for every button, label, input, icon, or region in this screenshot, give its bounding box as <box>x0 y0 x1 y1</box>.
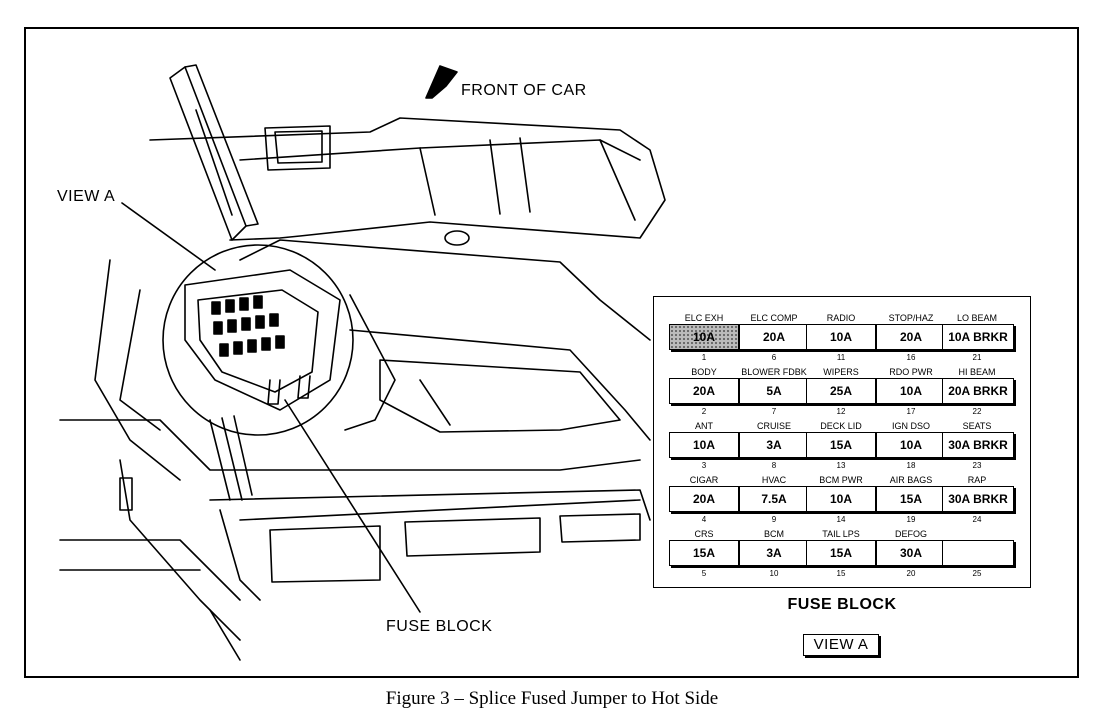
fuse-rating: 30A <box>876 540 946 566</box>
fuse-number: 6 <box>771 353 777 362</box>
fuse-number: 25 <box>972 569 982 578</box>
fuse-circuit-label: DEFOG <box>894 529 927 539</box>
fuse-block-callout: FUSE BLOCK <box>386 618 493 635</box>
fuse-circuit-label: ELC EXH <box>684 313 724 323</box>
fuse-rating: 15A <box>876 486 946 512</box>
fuse-number: 11 <box>836 353 846 362</box>
fuse-number: 17 <box>906 407 916 416</box>
fuse-rating: 3A <box>739 432 809 458</box>
fuse-number: 9 <box>771 515 777 524</box>
fuse-number: 14 <box>836 515 846 524</box>
view-a-badge: VIEW A <box>803 634 879 656</box>
fuse-circuit-label: ELC COMP <box>750 313 798 323</box>
fuse-rating: 15A <box>806 540 876 566</box>
fuse-rating <box>942 540 1014 566</box>
fuse-rating: 20A <box>669 486 739 512</box>
fuse-circuit-label: CRUISE <box>756 421 791 431</box>
fuse-number: 2 <box>701 407 707 416</box>
fuse-number: 1 <box>701 353 707 362</box>
view-a-leader-line <box>121 202 216 271</box>
fuse-rating: 20A <box>876 324 946 350</box>
fuse-rating: 20A BRKR <box>942 378 1014 404</box>
fuse-rating: 3A <box>739 540 809 566</box>
fuse-rating: 10A <box>806 324 876 350</box>
fuse-rating: 5A <box>739 378 809 404</box>
fuse-rating: 20A <box>739 324 809 350</box>
fuse-number: 15 <box>836 569 846 578</box>
fuse-circuit-label: ANT <box>695 421 713 431</box>
fuse-number: 5 <box>701 569 707 578</box>
fuse-rating: 10A <box>669 324 739 350</box>
fuse-number: 3 <box>701 461 707 470</box>
fuse-circuit-label: WIPERS <box>823 367 859 377</box>
fuse-number: 13 <box>836 461 846 470</box>
fuse-rating: 30A BRKR <box>942 432 1014 458</box>
fuse-rating: 10A <box>669 432 739 458</box>
dashboard-illustration <box>59 64 666 661</box>
fuse-number: 4 <box>701 515 707 524</box>
fuse-number: 19 <box>906 515 916 524</box>
fuse-rating: 10A BRKR <box>942 324 1014 350</box>
fuse-number: 18 <box>906 461 916 470</box>
front-of-car-label: FRONT OF CAR <box>461 82 587 99</box>
fuse-circuit-label: STOP/HAZ <box>888 313 934 323</box>
figure-frame <box>24 27 1079 678</box>
fuse-circuit-label: HI BEAM <box>958 367 996 377</box>
fuse-circuit-label: CRS <box>694 529 714 539</box>
fuse-rating: 7.5A <box>739 486 809 512</box>
fuse-rating: 15A <box>669 540 739 566</box>
fuse-circuit-label: BCM PWR <box>819 475 863 485</box>
figure-caption: Figure 3 – Splice Fused Jumper to Hot Si… <box>385 688 719 709</box>
fuse-number: 21 <box>972 353 982 362</box>
fuse-number: 8 <box>771 461 777 470</box>
fuse-number: 16 <box>906 353 916 362</box>
fuse-rating: 10A <box>806 486 876 512</box>
fuse-number: 10 <box>769 569 779 578</box>
fuse-number: 12 <box>836 407 846 416</box>
fuse-block-title: FUSE BLOCK <box>787 596 897 613</box>
fuse-circuit-label: CIGAR <box>689 475 719 485</box>
fuse-block-leader-line <box>284 399 421 613</box>
fuse-rating: 30A BRKR <box>942 486 1014 512</box>
fuse-circuit-label: LO BEAM <box>956 313 997 323</box>
front-arrow-icon <box>425 65 458 99</box>
fuse-number: 20 <box>906 569 916 578</box>
fuse-circuit-label: RAP <box>967 475 987 485</box>
fuse-number: 23 <box>972 461 982 470</box>
view-a-callout: VIEW A <box>57 188 116 205</box>
fuse-circuit-label: BCM <box>764 529 784 539</box>
fuse-circuit-label: BLOWER FDBK <box>741 367 807 377</box>
fuse-circuit-label: RADIO <box>826 313 856 323</box>
fuse-number: 22 <box>972 407 982 416</box>
fuse-rating: 20A <box>669 378 739 404</box>
fuse-circuit-label: AIR BAGS <box>889 475 933 485</box>
fuse-number: 7 <box>771 407 777 416</box>
fuse-number: 24 <box>972 515 982 524</box>
fuse-rating: 10A <box>876 432 946 458</box>
fuse-circuit-label: IGN DSO <box>891 421 930 431</box>
fuse-rating: 10A <box>876 378 946 404</box>
fuse-circuit-label: SEATS <box>962 421 992 431</box>
fuse-circuit-label: BODY <box>691 367 717 377</box>
fuse-rating: 15A <box>806 432 876 458</box>
fuse-circuit-label: DECK LID <box>820 421 862 431</box>
fuse-rating: 25A <box>806 378 876 404</box>
fuse-circuit-label: RDO PWR <box>889 367 933 377</box>
fuse-circuit-label: HVAC <box>761 475 787 485</box>
fuse-circuit-label: TAIL LPS <box>822 529 860 539</box>
